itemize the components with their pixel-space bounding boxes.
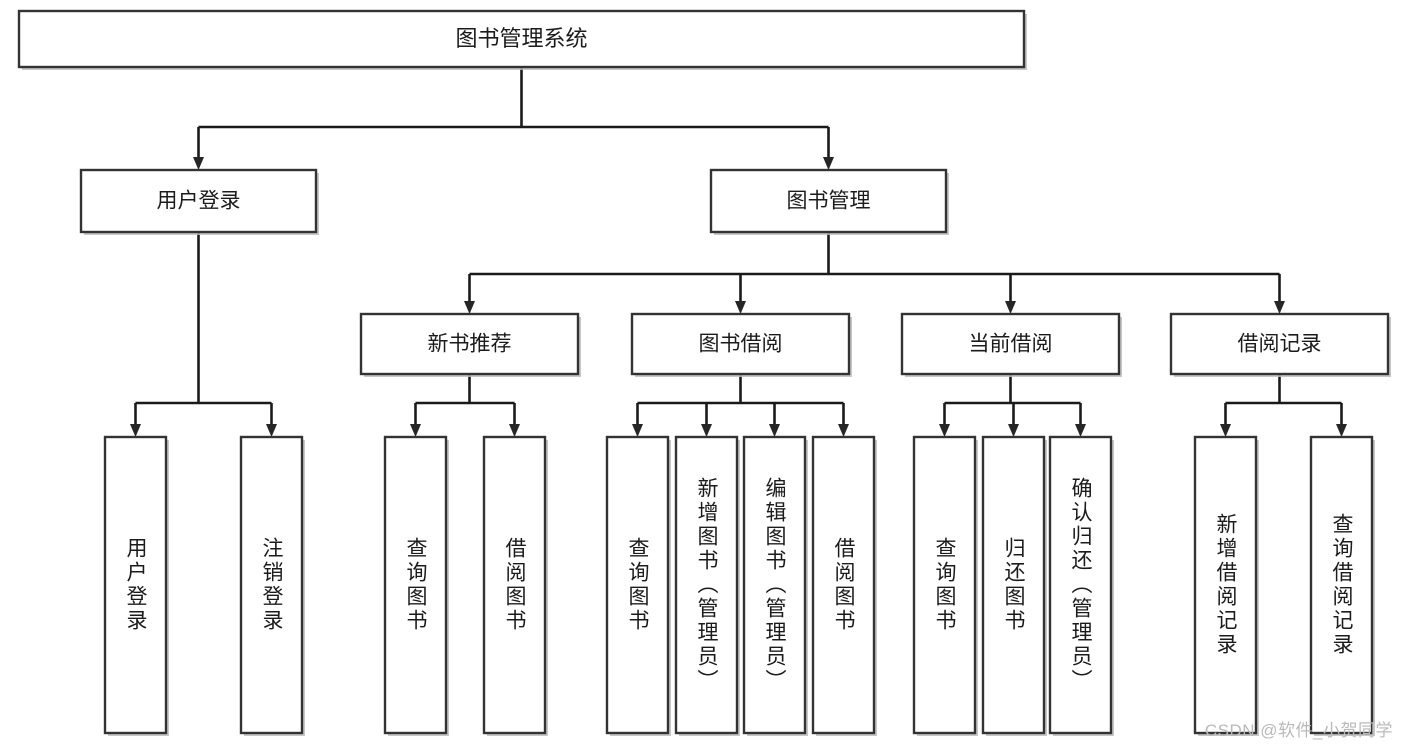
node-label-current-borrow: 当前借阅 <box>969 333 1053 356</box>
watermark: CSDN @软件_小贺同学 <box>1204 721 1393 740</box>
arrow-head-icon <box>1008 424 1019 437</box>
node-rect[interactable] <box>79 168 318 234</box>
node-rect[interactable] <box>1309 435 1374 735</box>
edges-from-user-login <box>130 232 277 437</box>
node-rect[interactable] <box>1048 435 1113 735</box>
node-label-book-manage: 图书管理 <box>787 190 871 213</box>
arrow-head-icon <box>1075 424 1086 437</box>
node-rect[interactable] <box>981 435 1046 735</box>
node-rect[interactable] <box>674 435 739 735</box>
node-book-borrow[interactable] <box>630 312 852 377</box>
arrow-head-icon <box>769 424 780 437</box>
node-rect[interactable] <box>17 9 1026 69</box>
node-label-book-borrow: 图书借阅 <box>699 333 783 356</box>
node-borrow-record[interactable] <box>1169 312 1391 377</box>
node-rect[interactable] <box>900 312 1121 376</box>
node-rect[interactable] <box>482 435 547 735</box>
node-rect[interactable] <box>811 435 876 735</box>
node-user-login[interactable] <box>79 168 319 235</box>
node-leaf-borrow-book[interactable] <box>811 435 877 736</box>
arrow-head-icon <box>266 424 277 437</box>
edges-from-book-manage <box>464 232 1285 314</box>
edges-from-root <box>193 67 834 170</box>
node-rect[interactable] <box>1193 435 1258 735</box>
node-current-borrow[interactable] <box>900 312 1122 377</box>
edges-from-new-book-rec <box>410 374 520 437</box>
node-leaf-edit-book[interactable] <box>742 435 808 736</box>
node-label-new-book-rec: 新书推荐 <box>428 333 512 356</box>
arrow-head-icon <box>464 301 475 314</box>
edges-from-borrow-record <box>1220 374 1347 437</box>
arrow-head-icon <box>823 157 834 170</box>
node-rect[interactable] <box>630 312 851 376</box>
node-leaf-confirm-return[interactable] <box>1048 435 1114 736</box>
edges-from-book-borrow <box>632 374 849 437</box>
arrow-head-icon <box>939 424 950 437</box>
node-rect[interactable] <box>605 435 670 735</box>
node-rect[interactable] <box>383 435 448 735</box>
node-rect[interactable] <box>709 168 948 234</box>
node-leaf-user-logout[interactable] <box>239 435 305 736</box>
node-leaf-query-book-current[interactable] <box>912 435 978 736</box>
edge-layer <box>130 67 1347 437</box>
node-label-borrow-record: 借阅记录 <box>1238 333 1322 356</box>
node-leaf-query-record[interactable] <box>1309 435 1375 736</box>
arrow-head-icon <box>701 424 712 437</box>
arrow-head-icon <box>130 424 141 437</box>
node-rect[interactable] <box>742 435 807 735</box>
node-root[interactable] <box>17 9 1027 70</box>
arrow-head-icon <box>735 301 746 314</box>
node-rect[interactable] <box>103 435 168 735</box>
node-leaf-query-book-rec[interactable] <box>383 435 449 736</box>
node-rect[interactable] <box>912 435 977 735</box>
node-rect[interactable] <box>359 312 580 376</box>
node-book-manage[interactable] <box>709 168 949 235</box>
node-label-user-login: 用户登录 <box>157 190 241 213</box>
arrow-head-icon <box>1274 301 1285 314</box>
node-leaf-return-book[interactable] <box>981 435 1047 736</box>
arrow-head-icon <box>1336 424 1347 437</box>
arrow-head-icon <box>1005 301 1016 314</box>
node-leaf-query-book-borrow[interactable] <box>605 435 671 736</box>
arrow-head-icon <box>509 424 520 437</box>
arrow-head-icon <box>838 424 849 437</box>
arrow-head-icon <box>632 424 643 437</box>
arrow-head-icon <box>410 424 421 437</box>
node-leaf-add-record[interactable] <box>1193 435 1259 736</box>
arrow-head-icon <box>193 157 204 170</box>
node-leaf-user-login[interactable] <box>103 435 169 736</box>
node-label-root: 图书管理系统 <box>455 26 587 51</box>
node-leaf-add-book[interactable] <box>674 435 740 736</box>
edges-from-current-borrow <box>939 374 1086 437</box>
arrow-head-icon <box>1220 424 1231 437</box>
node-rect[interactable] <box>1169 312 1390 376</box>
node-rect[interactable] <box>239 435 304 735</box>
node-new-book-rec[interactable] <box>359 312 581 377</box>
node-leaf-borrow-book-rec[interactable] <box>482 435 548 736</box>
box-layer <box>17 9 1391 736</box>
